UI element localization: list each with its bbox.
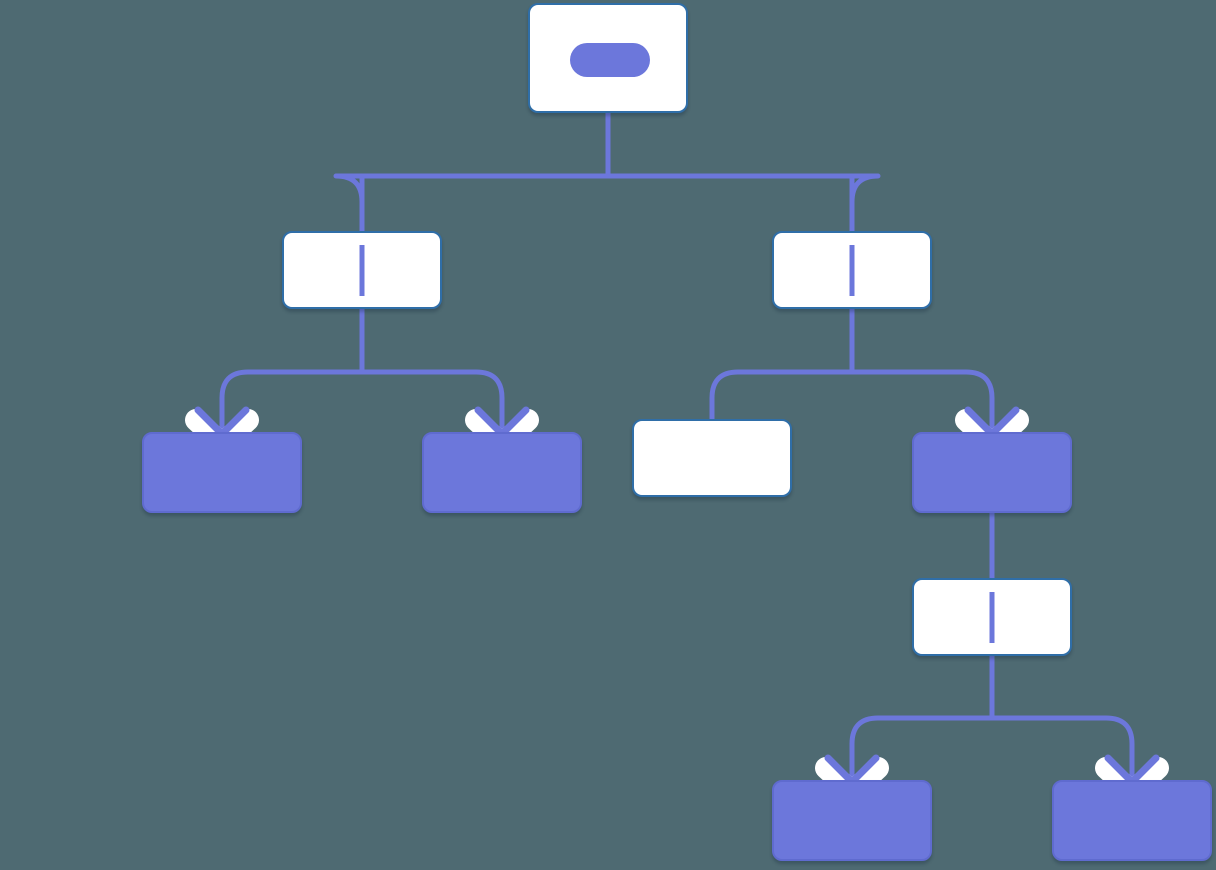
node-subbranch[interactable] bbox=[912, 578, 1072, 656]
edge-n3-n7 bbox=[852, 369, 995, 432]
node-leaf-2[interactable] bbox=[422, 432, 582, 513]
edge-n2-n5 bbox=[362, 369, 505, 432]
node-leaf-6[interactable] bbox=[1052, 780, 1212, 861]
node-leaf-3[interactable] bbox=[632, 419, 792, 497]
node-leaf-1[interactable] bbox=[142, 432, 302, 513]
node-leaf-4[interactable] bbox=[912, 432, 1072, 513]
node-leaf-5[interactable] bbox=[772, 780, 932, 861]
node-root-label-pill bbox=[570, 43, 650, 77]
node-branch-left[interactable] bbox=[282, 231, 442, 309]
node-root[interactable] bbox=[528, 3, 688, 113]
edge-n3-n6 bbox=[709, 369, 852, 419]
edge-n8-n10 bbox=[992, 715, 1135, 780]
node-branch-right[interactable] bbox=[772, 231, 932, 309]
edge-n2-n4 bbox=[219, 369, 362, 432]
edge-n8-n9 bbox=[849, 715, 992, 780]
